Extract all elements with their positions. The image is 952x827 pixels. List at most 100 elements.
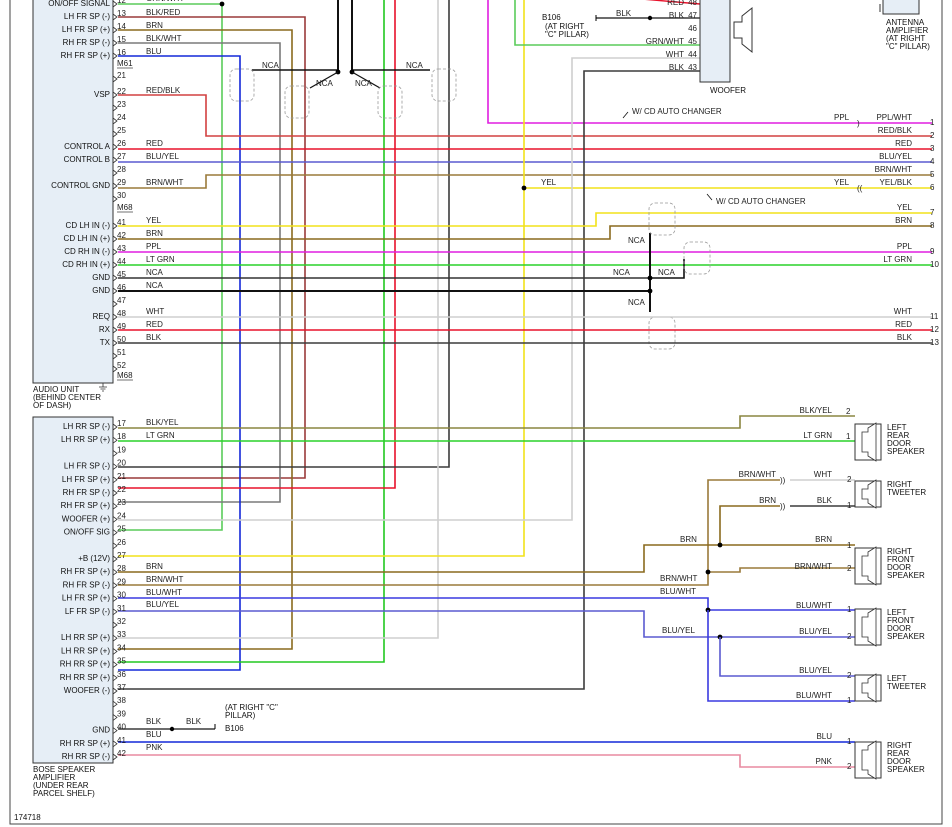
speaker-wire-label: BLU/YEL xyxy=(799,666,832,675)
speaker-left-rear-door-label: LEFT xyxy=(887,423,907,432)
bose-amp-pin-number: 36 xyxy=(117,670,126,679)
wire-label: BLK xyxy=(616,9,632,18)
speaker-left-rear-door-label: DOOR xyxy=(887,439,911,448)
terminal-number: 1 xyxy=(930,118,935,127)
wire-pplwht xyxy=(487,0,932,124)
bose-amp-pin-label: RH FR SP (+) xyxy=(61,567,111,576)
diagram-frame xyxy=(9,0,943,825)
wire-red-woofer xyxy=(645,0,701,5)
audio-unit-pin-label: CD LH IN (+) xyxy=(64,234,111,243)
audio-unit-pin-label: LH FR SP (-) xyxy=(64,12,110,21)
speaker-left-rear-door-label: REAR xyxy=(887,431,909,440)
connector-break: (( xyxy=(857,184,863,193)
woofer-pin-number: 43 xyxy=(688,63,697,72)
ground-loc: "C" PILLAR) xyxy=(545,30,589,39)
speaker-right-rear-door-label: DOOR xyxy=(887,757,911,766)
terminal-wire-label: PPL/WHT xyxy=(876,113,912,122)
speaker-wire-label: BRN xyxy=(815,535,832,544)
bose-amp-pin-label: RH FR SP (+) xyxy=(61,501,111,510)
terminal-wire-label: PPL xyxy=(897,242,913,251)
wire-label: BLK xyxy=(146,333,162,342)
bose-amp-pin-number: 38 xyxy=(117,696,126,705)
audio-unit-pin-number: 12 xyxy=(117,0,126,5)
terminal-number: 3 xyxy=(930,144,935,153)
splice-dot xyxy=(169,726,175,732)
wire-label: NCA xyxy=(146,268,164,277)
pin-arrow xyxy=(112,700,118,708)
speaker-left-front-door-label: DOOR xyxy=(887,624,911,633)
wire-label: BLU/YEL xyxy=(146,152,179,161)
speaker-right-tweeter-label: RIGHT xyxy=(887,480,912,489)
wire-nca-v2 xyxy=(650,259,685,279)
bose-amp-name: AMPLIFIER xyxy=(33,773,75,782)
speaker-left-tweeter-label: TWEETER xyxy=(887,682,926,691)
pin-arrow xyxy=(112,463,118,470)
terminal-wire-label: BLK xyxy=(897,333,913,342)
speaker-icon xyxy=(861,479,877,509)
wires xyxy=(118,0,932,768)
audio-unit-pin-number: 52 xyxy=(117,361,126,370)
connector-break: )) xyxy=(780,502,786,511)
speaker-pin: 1 xyxy=(847,696,852,705)
audio-unit-pin-number: 41 xyxy=(117,218,126,227)
bose-amp-pin-number: 22 xyxy=(117,485,126,494)
pin-arrow xyxy=(112,52,118,60)
bose-amp-pin-number: 27 xyxy=(117,551,126,560)
bose-amp-name: PARCEL SHELF) xyxy=(33,789,95,798)
terminal-number: 10 xyxy=(930,260,939,269)
pin-arrow xyxy=(112,235,118,243)
speaker-right-tweeter-label: TWEETER xyxy=(887,488,926,497)
pin-arrow xyxy=(112,476,118,484)
speaker-right-rear-door-label: RIGHT xyxy=(887,741,912,750)
splice-dot xyxy=(647,15,653,21)
pin-arrow xyxy=(112,595,118,602)
audio-unit-pin-number: 42 xyxy=(117,231,126,240)
terminal-wire-label: RED xyxy=(895,320,912,329)
shield-outline xyxy=(377,85,403,119)
audio-unit-pin-label: CONTROL GND xyxy=(51,181,110,190)
bose-amp-pin-number: 28 xyxy=(117,564,126,573)
woofer-label: WOOFER xyxy=(710,86,746,95)
splice-dot xyxy=(647,275,653,281)
audio-unit-pin-number: 51 xyxy=(117,348,126,357)
antenna-label: ANTENNA xyxy=(886,18,925,27)
figure-number: 174718 xyxy=(14,813,41,822)
woofer-pin-number: 48 xyxy=(688,0,697,7)
wire-brnwht-ctrlgnd xyxy=(118,174,932,189)
branch-label: BRN/WHT xyxy=(660,574,697,583)
speaker-right-front-door-label: DOOR xyxy=(887,563,911,572)
speaker-icon xyxy=(861,607,877,647)
speaker-wire-label: BRN/WHT xyxy=(795,562,832,571)
note-arrow xyxy=(622,111,629,119)
pin-arrow xyxy=(112,156,118,164)
wire-label: BRN xyxy=(146,562,163,571)
audio-unit-pin-label: CONTROL B xyxy=(64,155,110,164)
pin-arrow xyxy=(112,339,118,347)
splice-dot xyxy=(717,542,723,548)
pin-arrow xyxy=(112,104,118,112)
bose-amp-pin-label: WOOFER (-) xyxy=(64,686,111,695)
terminal-wire-label: BRN/WHT xyxy=(875,165,912,174)
speaker-wire-label: WHT xyxy=(814,470,832,479)
bose-amp-pin-label: RH FR SP (-) xyxy=(63,488,111,497)
bose-amp-pin-number: 41 xyxy=(117,736,126,745)
wire-label: RED/BLK xyxy=(146,86,181,95)
antenna-label: (AT RIGHT xyxy=(886,34,925,43)
bose-amp-box xyxy=(32,416,114,764)
note-arrow xyxy=(706,193,713,201)
wire-brn-rfd xyxy=(118,544,855,573)
speaker-right-rear-door-label: SPEAKER xyxy=(887,765,925,774)
audio-unit-name: OF DASH) xyxy=(33,401,72,410)
wire-label: BRN xyxy=(146,21,163,30)
bose-amp-pin-number: 33 xyxy=(117,630,126,639)
bose-amp-pin-number: 17 xyxy=(117,419,126,428)
splice-dot xyxy=(705,569,711,575)
speaker-wire-label: BLU xyxy=(816,732,832,741)
wire-label: BRN/WHT xyxy=(146,178,183,187)
branch-label: BRN/WHT xyxy=(739,470,776,479)
wire-label: BLU xyxy=(146,47,162,56)
audio-unit-pin-number: 16 xyxy=(117,48,126,57)
pin-arrow xyxy=(112,326,118,334)
bose-amp-pin-label: LH FR SP (-) xyxy=(64,462,110,471)
nca-stub xyxy=(351,71,381,89)
